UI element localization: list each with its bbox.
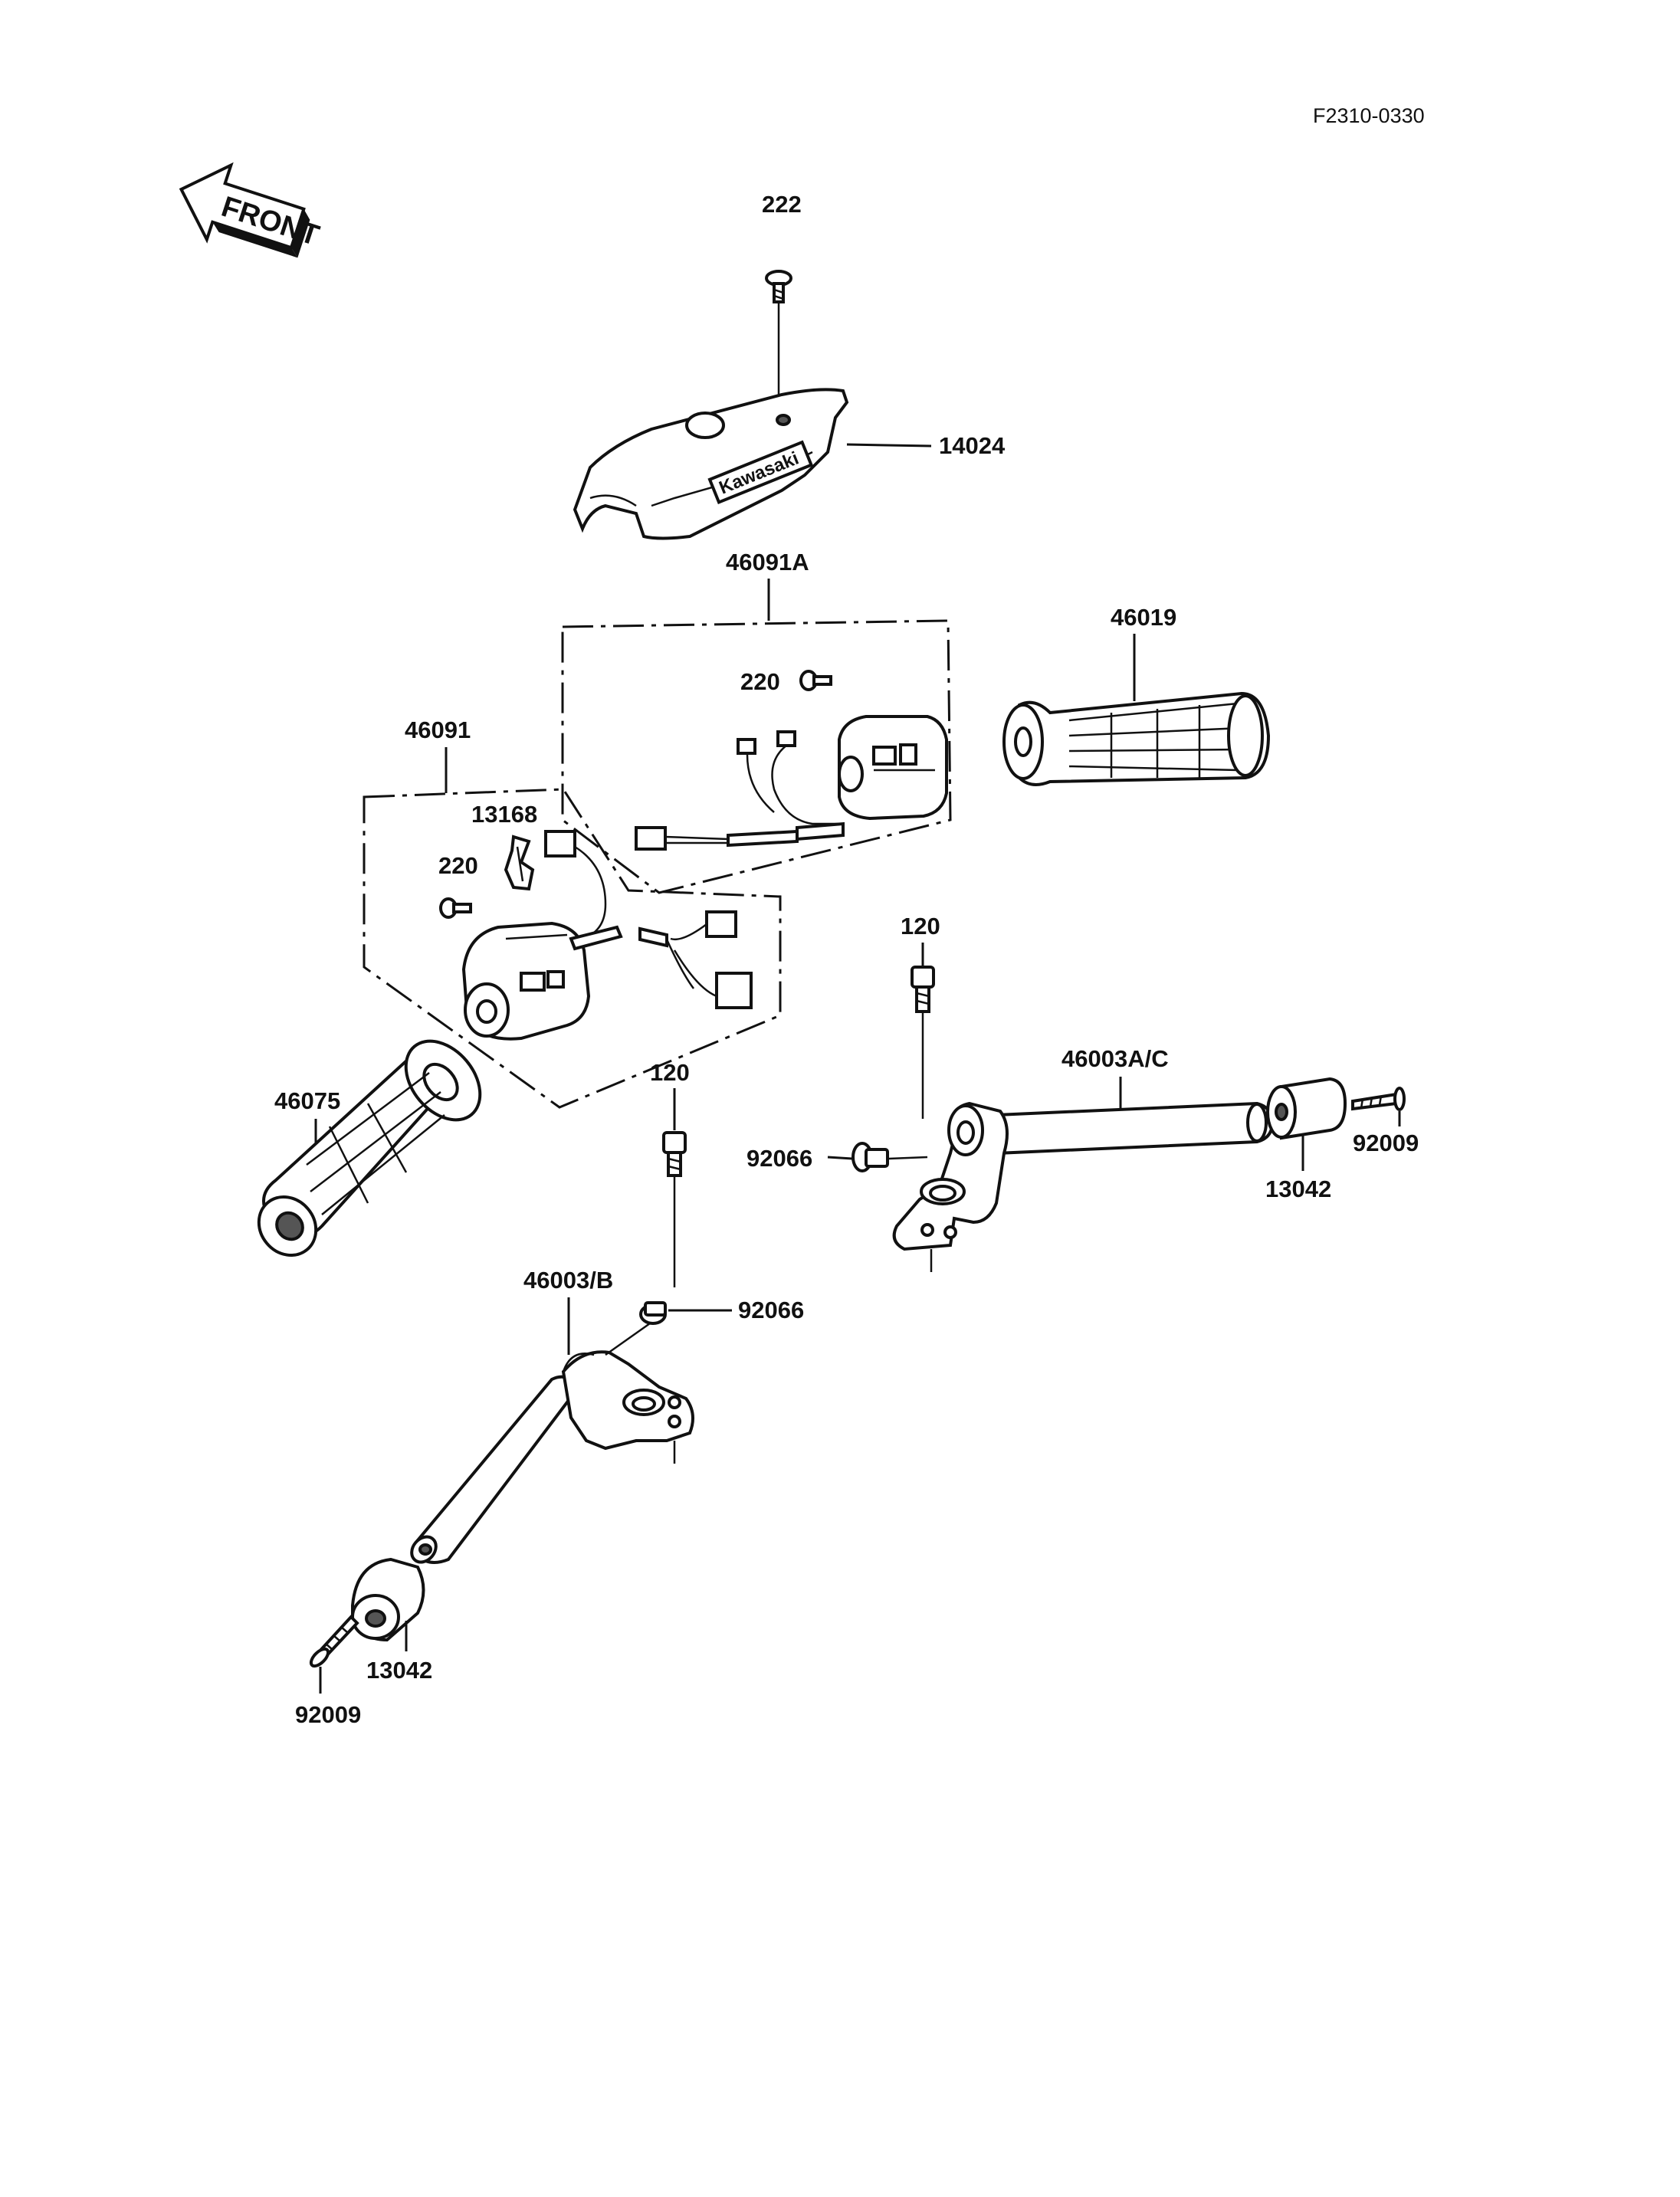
plug-92066-right (827, 1142, 928, 1172)
bolt-120-right (911, 943, 935, 1119)
label-220-left: 220 (438, 852, 478, 879)
label-220-right: 220 (740, 668, 780, 695)
screw-220-left (439, 897, 472, 919)
label-14024: 14024 (939, 432, 1006, 459)
screw-92009-right (1351, 1087, 1406, 1126)
label-46091: 46091 (405, 716, 471, 743)
left-handlebar-46003B (410, 1350, 694, 1564)
handlebar-cover-14024: Kawasaki (573, 388, 932, 540)
group-outline-46091 (363, 788, 782, 1109)
left-grip-46075 (257, 1039, 482, 1258)
right-handlebar-46003AC (892, 1101, 1275, 1272)
label-13042-right: 13042 (1265, 1176, 1331, 1202)
label-222: 222 (762, 191, 802, 218)
plug-92066-left (605, 1301, 732, 1356)
screw-92009-left (309, 1615, 359, 1694)
label-92066-right: 92066 (746, 1145, 812, 1172)
right-grip-46019 (1002, 691, 1271, 786)
front-arrow-icon: FRONT (179, 162, 323, 258)
label-120-right: 120 (901, 913, 940, 939)
label-46003AC: 46003A/C (1061, 1045, 1169, 1072)
label-13042-left: 13042 (366, 1657, 432, 1684)
right-switch-housing (635, 715, 948, 851)
label-120-left: 120 (650, 1059, 690, 1086)
label-13168: 13168 (471, 801, 537, 828)
bracket-13168 (504, 835, 535, 891)
end-weight-13042-right (1266, 1077, 1347, 1171)
left-switch-housing (461, 830, 753, 1041)
label-92009-left: 92009 (295, 1701, 361, 1728)
label-92009-right: 92009 (1353, 1130, 1419, 1156)
end-weight-13042-left (351, 1557, 425, 1651)
label-46019: 46019 (1111, 604, 1176, 631)
screw-220-right (799, 670, 832, 691)
label-92066-left: 92066 (738, 1297, 804, 1323)
label-46091A: 46091A (726, 549, 809, 575)
diagram-code: F2310-0330 (1313, 104, 1425, 127)
label-46003B: 46003/B (523, 1267, 613, 1294)
bolt-120-left (662, 1088, 687, 1287)
label-46075: 46075 (274, 1087, 340, 1114)
group-outline-46091A (561, 619, 952, 894)
